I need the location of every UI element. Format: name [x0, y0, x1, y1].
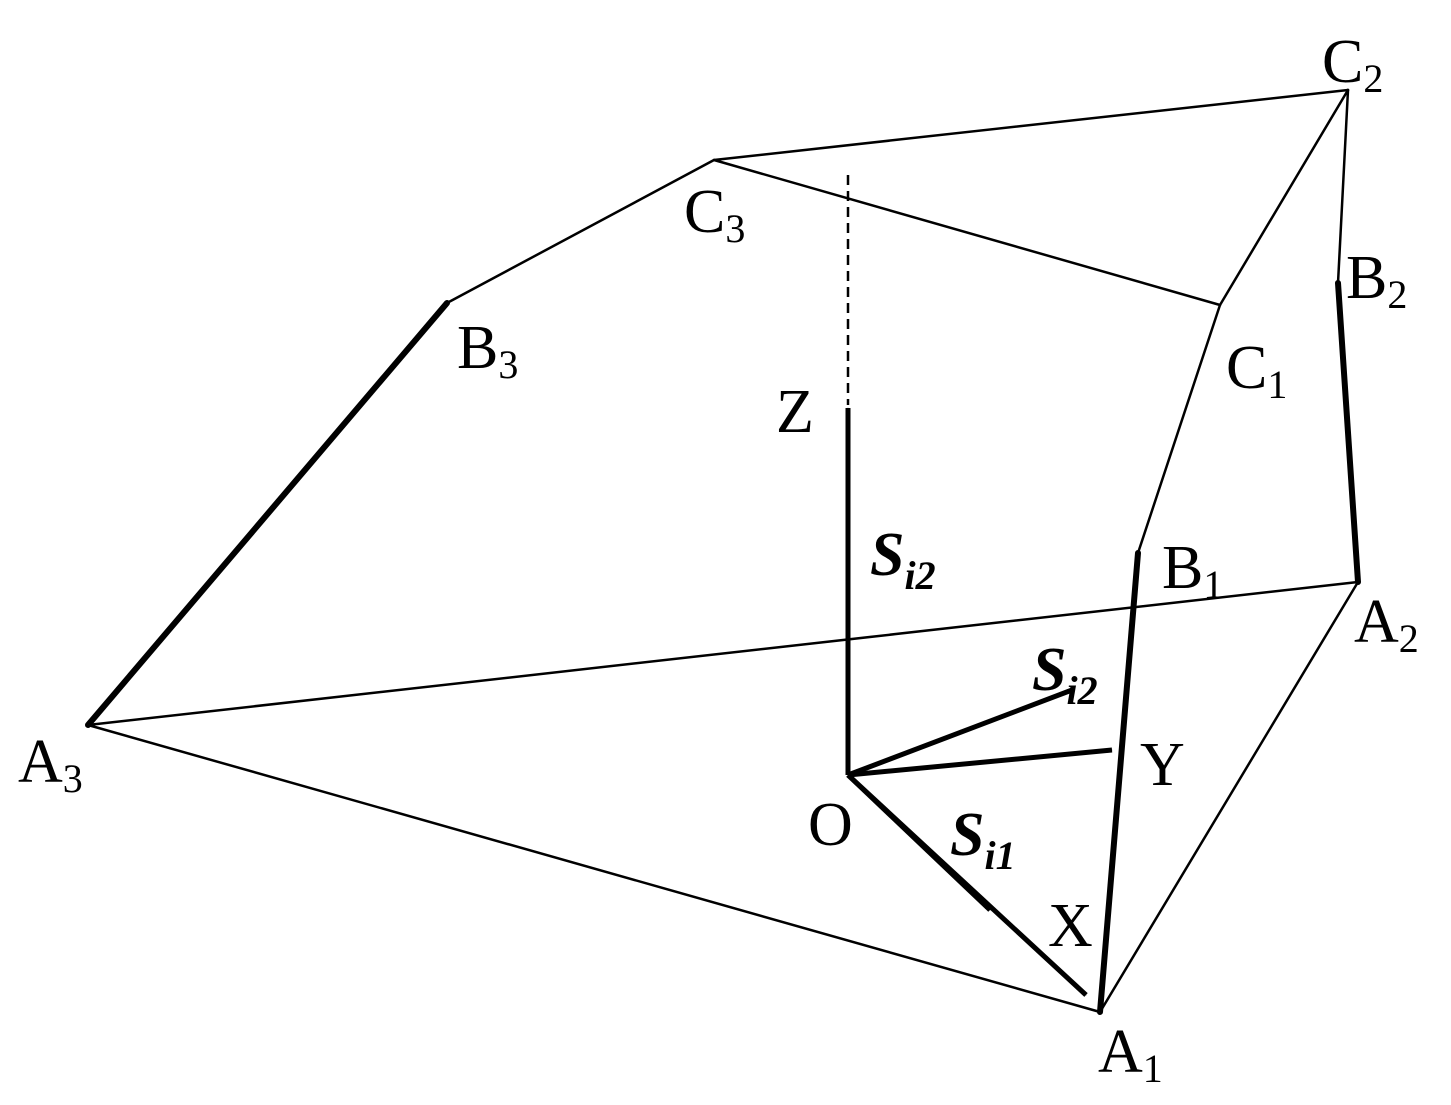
label-b3: B3	[457, 314, 518, 387]
label-s-i2-y: Si2	[1032, 636, 1098, 713]
label-s-i1: Si1	[950, 801, 1016, 878]
edge-c3-c1	[712, 158, 1222, 307]
label-a3: A3	[18, 728, 83, 801]
label-z: Z	[776, 378, 814, 446]
link-b1-a1	[1097, 550, 1141, 1015]
edge-c3-c2	[712, 88, 1350, 162]
s-i1-vector	[846, 773, 992, 912]
label-b2: B2	[1346, 244, 1407, 317]
link-c2-b2	[1336, 88, 1350, 285]
label-b1: B1	[1162, 534, 1223, 607]
edge-c1-c2	[1218, 88, 1350, 307]
label-y: Y	[1140, 731, 1185, 799]
link-b2-a2	[1335, 280, 1361, 585]
label-c2: C2	[1322, 28, 1383, 101]
label-a1: A1	[1098, 1018, 1163, 1091]
link-c3-b3	[445, 158, 716, 305]
label-c3: C3	[684, 178, 745, 251]
label-a2: A2	[1354, 588, 1419, 661]
edge-a3-a1	[86, 723, 1102, 1014]
edge-a3-a2	[86, 580, 1360, 727]
s-i2-y-vector	[847, 687, 1073, 778]
label-s-i2-z: Si2	[870, 521, 936, 598]
label-x: X	[1048, 892, 1093, 960]
y-axis-arrow	[847, 747, 1113, 778]
edge-a1-a2	[1098, 580, 1360, 1014]
link-b3-a3	[85, 300, 450, 728]
label-origin: O	[808, 791, 853, 859]
label-c1: C1	[1226, 334, 1287, 407]
link-c1-b1	[1136, 303, 1222, 555]
